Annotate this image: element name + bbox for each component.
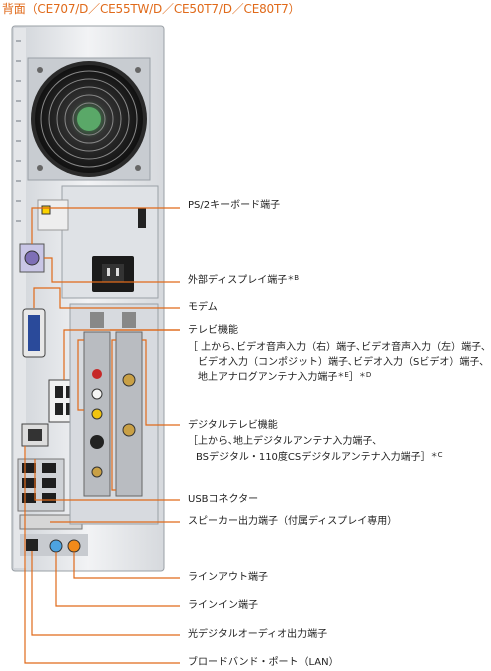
usb-ports: [17, 458, 65, 512]
line-in-jack: [49, 539, 63, 553]
optical-port: [26, 539, 38, 551]
label-ps2: PS/2キーボード端子: [188, 200, 281, 211]
psu-plate: [61, 185, 159, 299]
label-tv: テレビ機能: [188, 325, 238, 336]
expansion-area: [69, 303, 159, 525]
label-tv-detail-3: 地上アナログアンテナ入力端子＊E］＊D: [198, 371, 372, 383]
label-tv-detail-1: ［ 上から､ビデオ音声入力（右）端子､ビデオ音声入力（左）端子､: [188, 342, 487, 353]
fan-icon: [27, 57, 151, 181]
page-title: 背面（CE707/D／CE55TW/D／CE50T7/D／CE80T7）: [2, 2, 301, 16]
label-display: 外部ディスプレイ端子＊B: [188, 274, 300, 286]
label-linein: ラインイン端子: [188, 600, 258, 611]
label-dtv-detail-2: BSデジタル・110度CSデジタルアンテナ入力端子］＊C: [196, 451, 443, 463]
label-tv-detail-2: ビデオ入力（コンポジット）端子､ビデオ入力（Sビデオ）端子､: [198, 357, 485, 368]
label-dtv: デジタルテレビ機能: [188, 420, 278, 431]
label-modem: モデム: [188, 302, 218, 313]
digital-tv-card: [115, 331, 143, 497]
leader-lines: [24, 207, 180, 664]
label-lineout: ラインアウト端子: [188, 572, 268, 583]
label-dtv-detail-1: ［上から､地上デジタルアンテナ入力端子､: [188, 436, 378, 447]
line-out-jack: [67, 539, 81, 553]
label-speaker: スピーカー出力端子（付属ディスプレイ専用）: [188, 516, 398, 527]
label-lan: ブロードバンド・ポート（LAN）: [188, 657, 339, 668]
label-optical: 光デジタルオーディオ出力端子: [188, 629, 328, 640]
label-usb: USBコネクター: [188, 494, 259, 505]
